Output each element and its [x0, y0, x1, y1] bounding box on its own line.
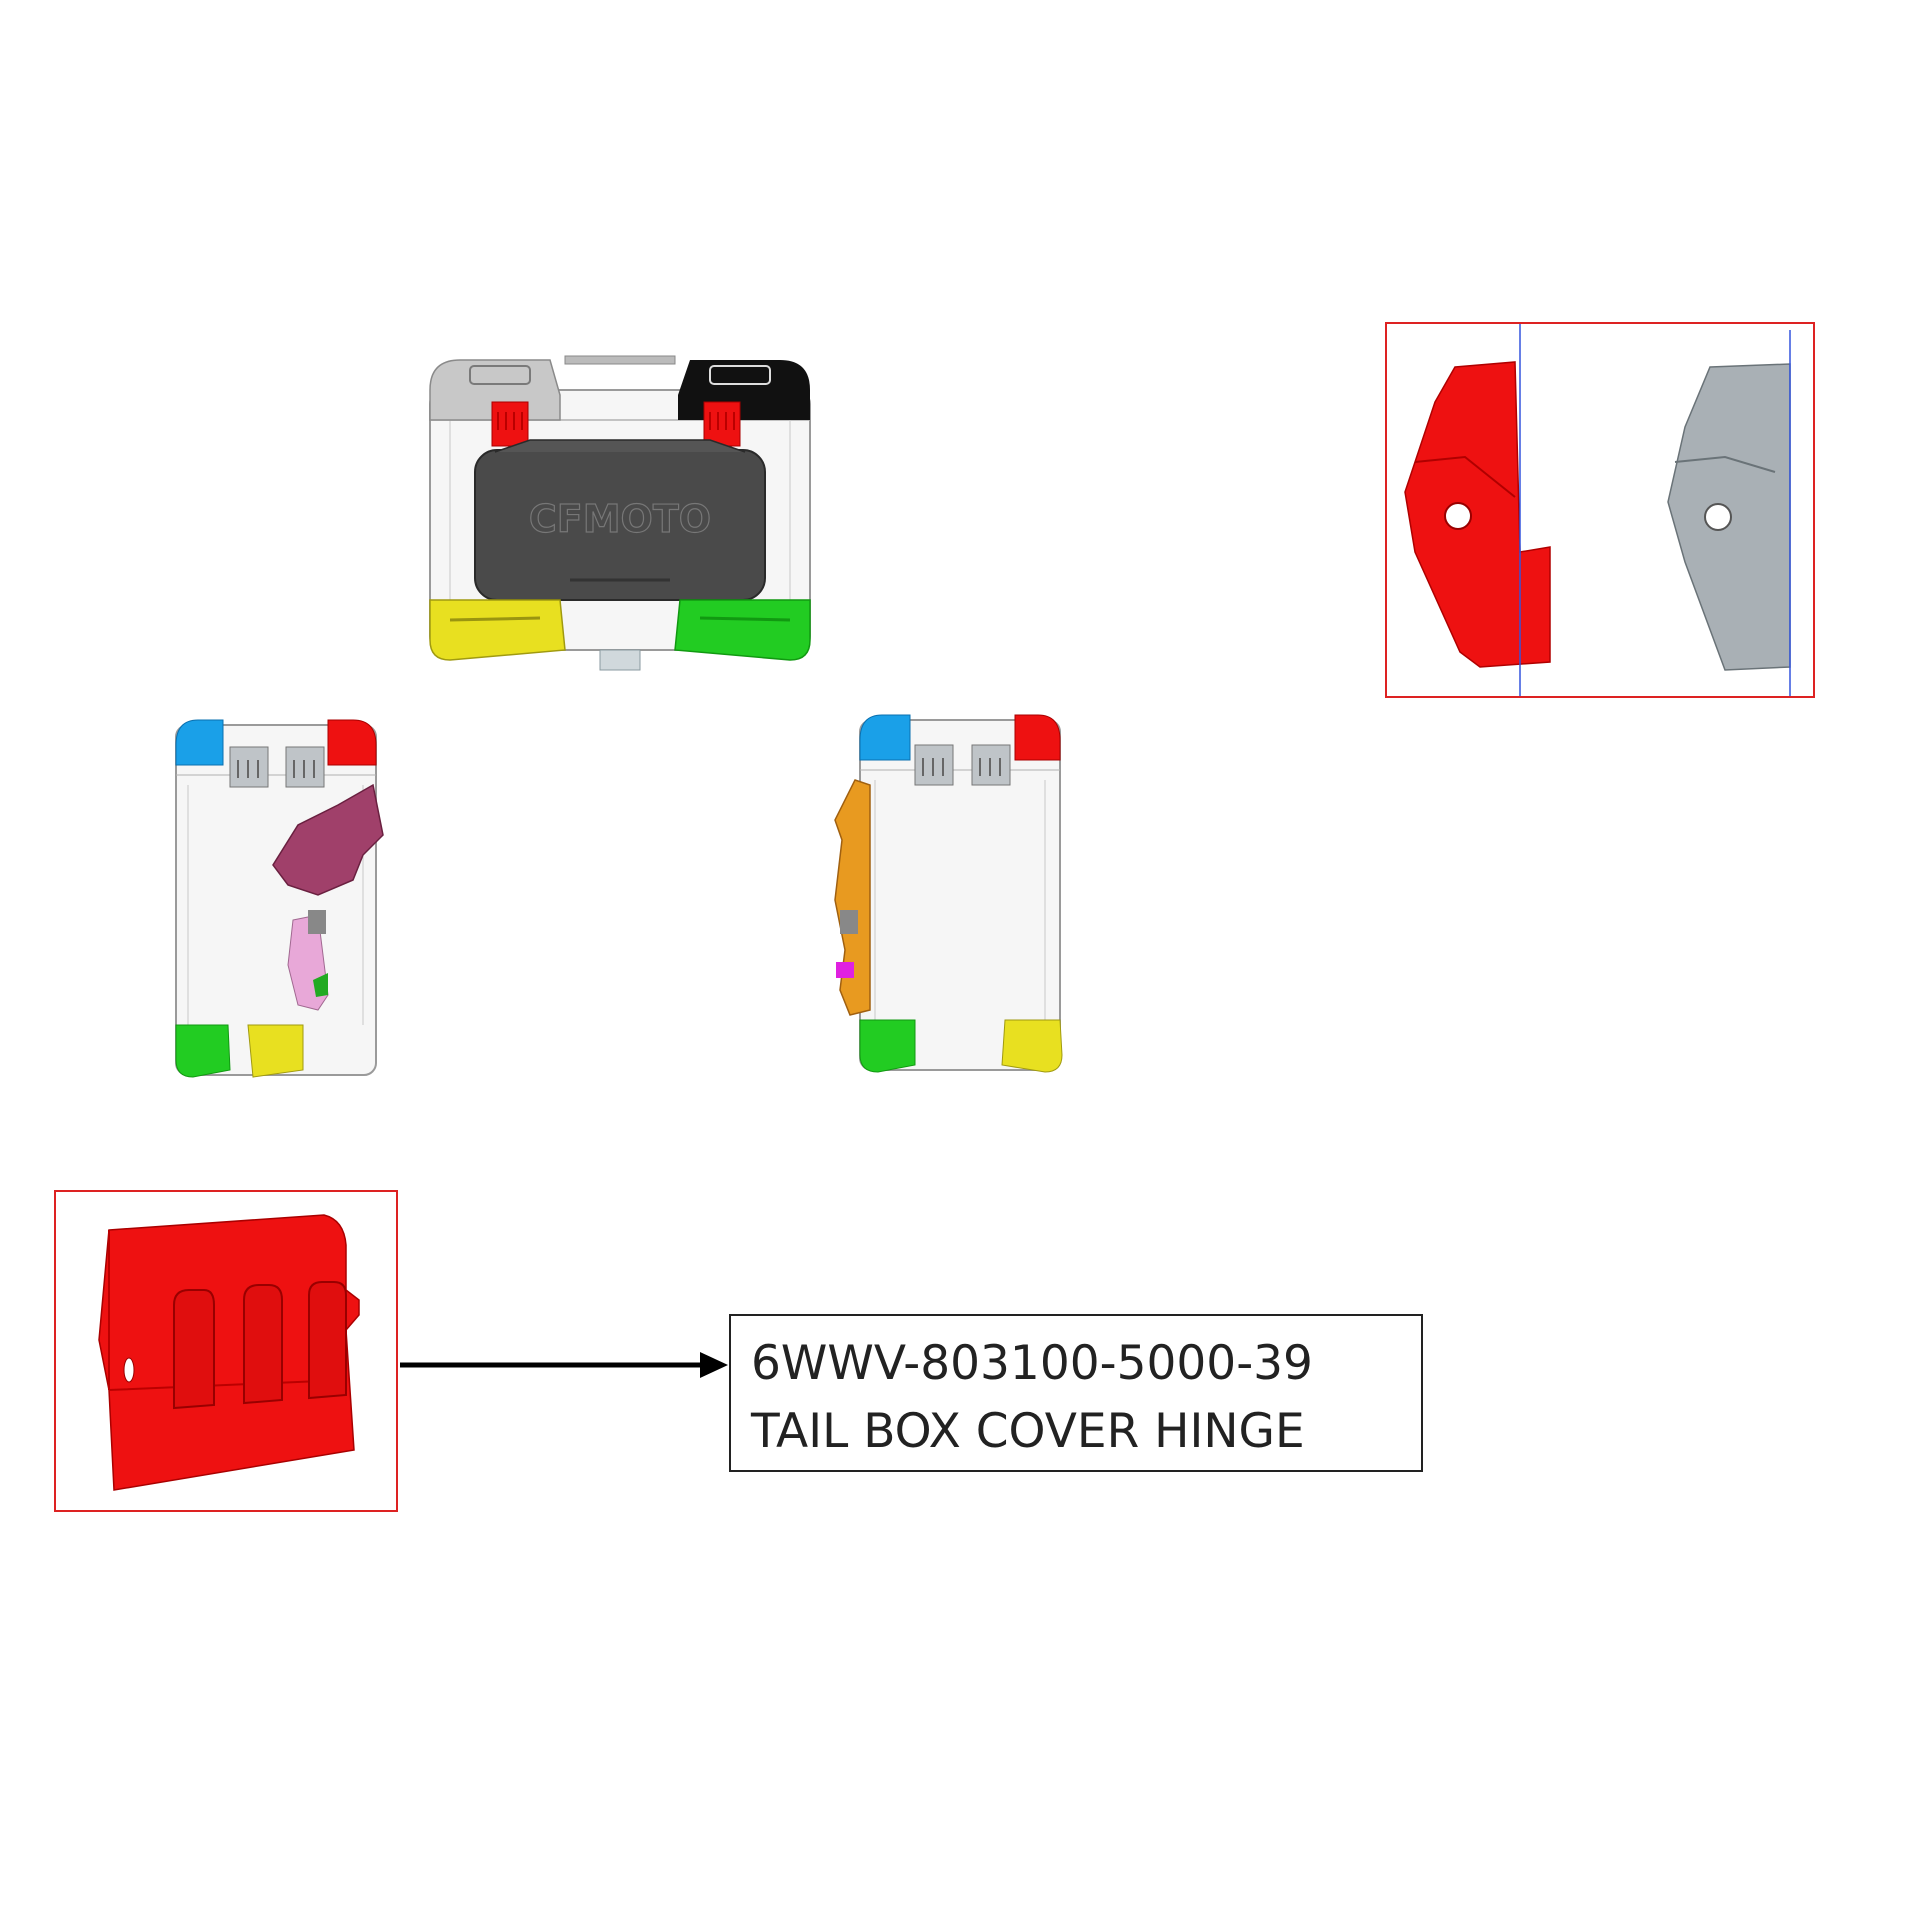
tail-box-rear-view: CFMOTO — [420, 350, 820, 680]
hinge-part-callout — [54, 1190, 400, 1513]
part-label-box: 6WWV-803100-5000-39 TAIL BOX COVER HINGE — [729, 1314, 1423, 1472]
hinge-profile-callout — [1385, 322, 1817, 700]
part-number: 6WWV-803100-5000-39 — [751, 1336, 1313, 1391]
tail-box-right-side-view — [830, 700, 1080, 1090]
cfmoto-logo: CFMOTO — [529, 497, 711, 541]
callout-arrow — [400, 1350, 730, 1380]
tail-box-left-side-view — [168, 705, 398, 1095]
part-name: TAIL BOX COVER HINGE — [751, 1404, 1305, 1459]
